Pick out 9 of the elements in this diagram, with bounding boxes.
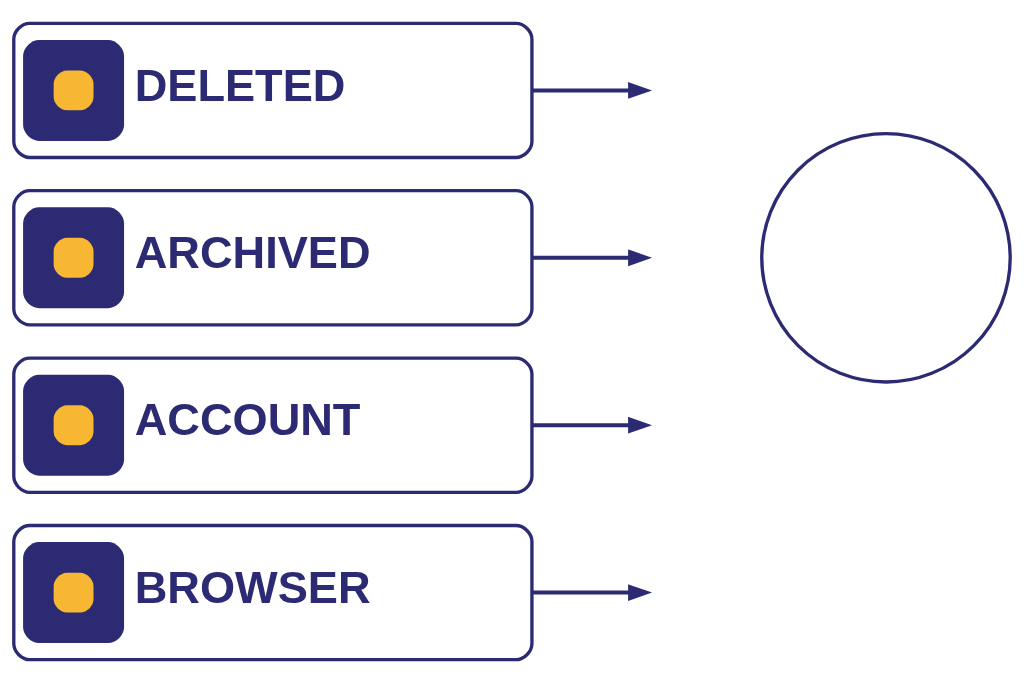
node-box: BROWSER [12,523,534,662]
node-box: ARCHIVED [12,189,534,327]
node-circle [760,131,1012,384]
arrow [532,82,653,99]
node-box: ACCOUNT [12,356,534,494]
arrow [532,584,653,601]
arrow [532,416,653,434]
arrow [532,249,653,267]
node-box: DELETED [12,21,534,160]
